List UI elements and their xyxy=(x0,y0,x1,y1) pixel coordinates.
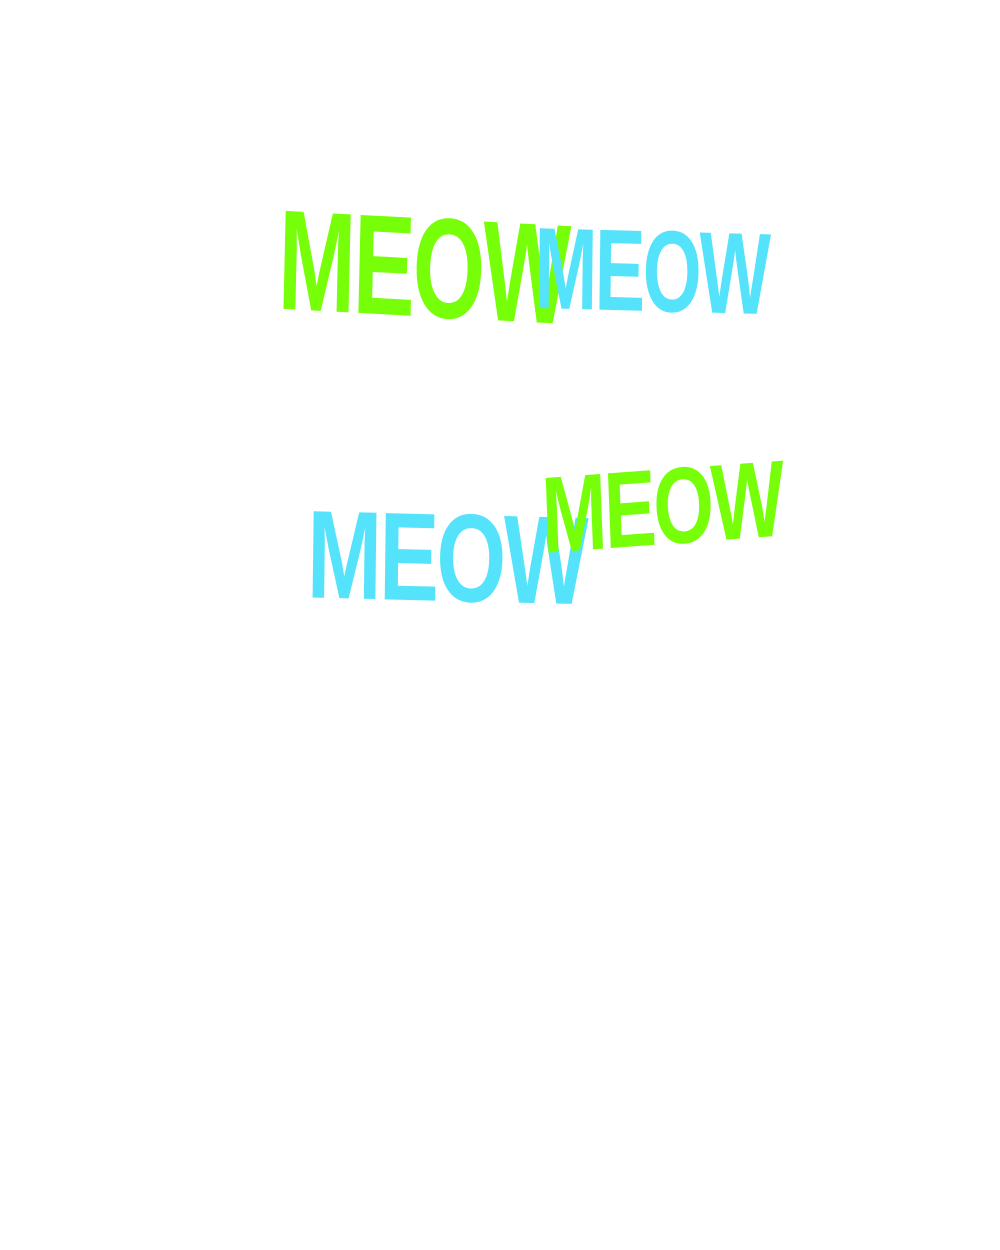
meow-word-green-top: MEOW xyxy=(276,179,570,355)
meow-word-green-bottom: MEOW xyxy=(539,438,785,577)
meow-word-blue-top: MEOW xyxy=(533,203,769,339)
